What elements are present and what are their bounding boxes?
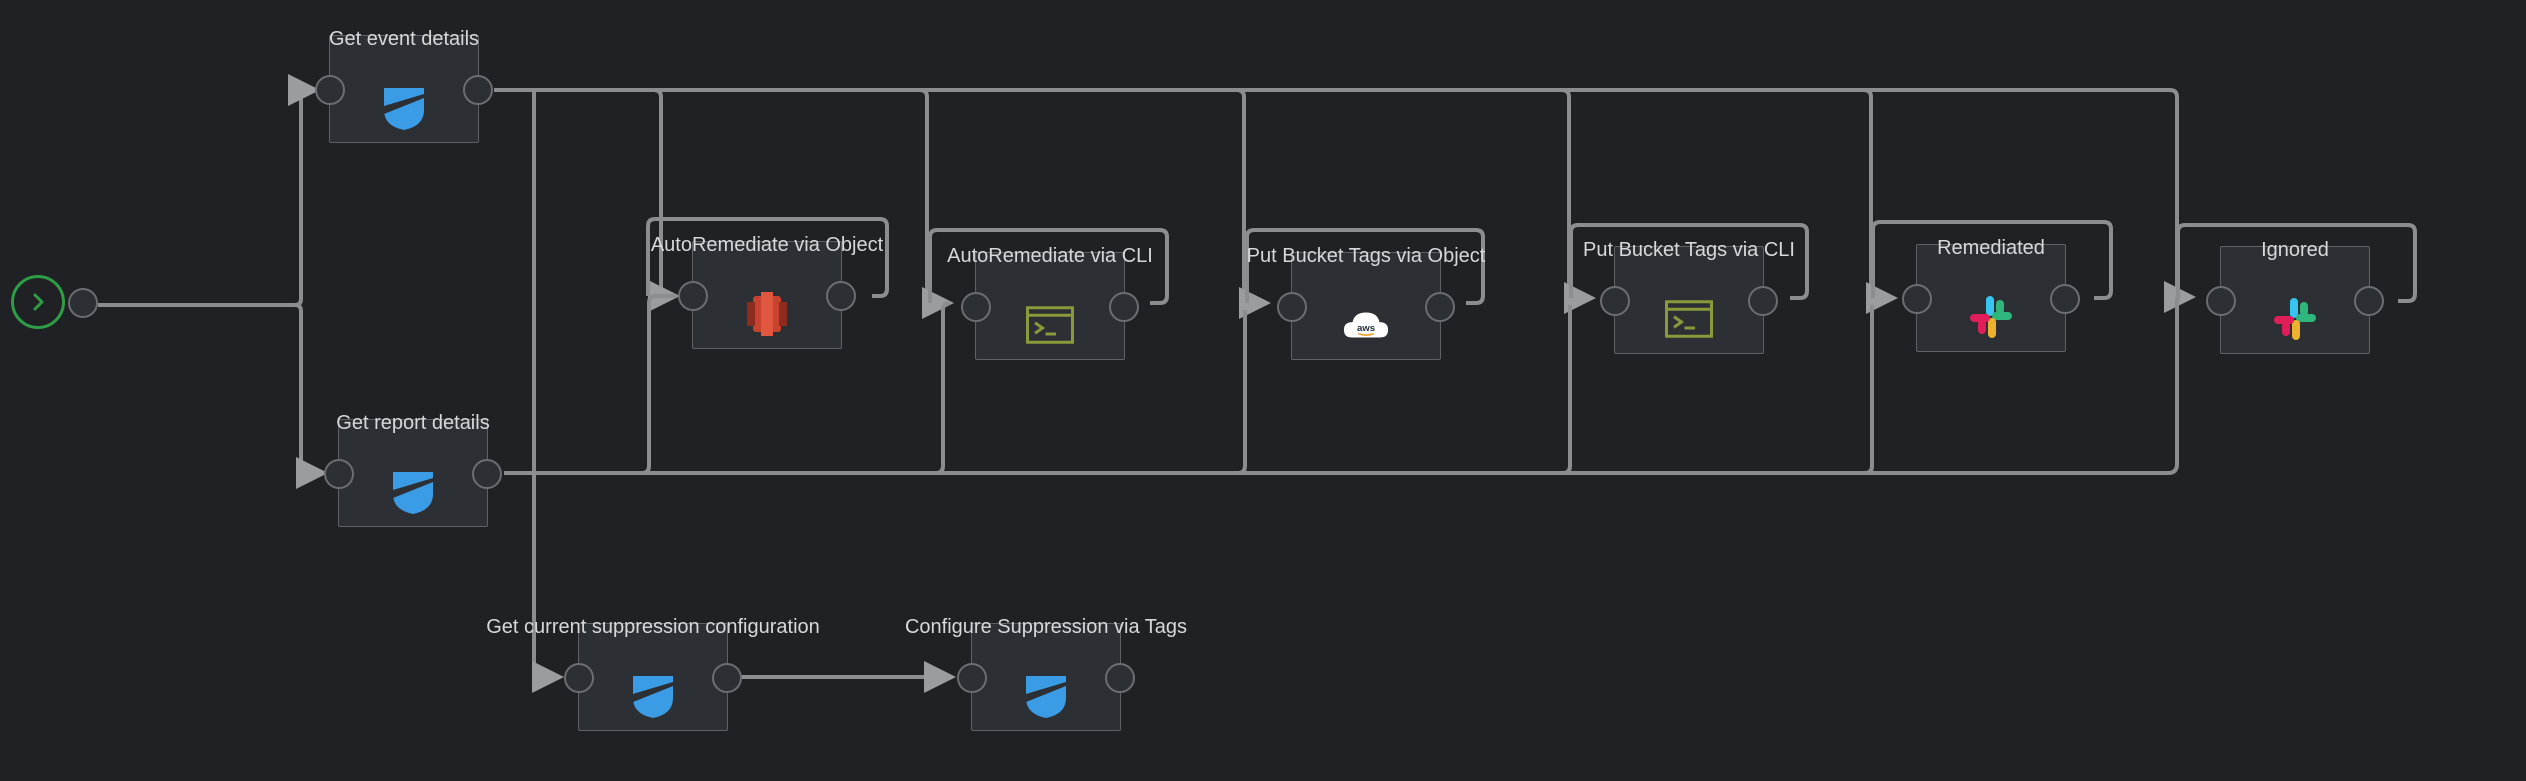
input-port[interactable]	[957, 663, 987, 693]
svg-text:aws: aws	[1357, 323, 1375, 334]
slack-icon	[1967, 293, 2015, 341]
node-configure-suppression-tags[interactable]: Configure Suppression via Tags	[905, 616, 1187, 731]
shield-logo-icon	[380, 84, 428, 132]
chevron-right-icon	[33, 293, 44, 311]
wire-bottom-col-tags-object	[1237, 310, 1247, 475]
node-label: Get report details	[336, 412, 490, 434]
wire-report-to-suppression	[532, 473, 564, 693]
node-label: AutoRemediate via Object	[650, 234, 884, 256]
output-port[interactable]	[472, 459, 502, 489]
wire-top-to-tags-cli	[1561, 88, 1596, 314]
shield-logo-icon	[629, 672, 677, 720]
wire-bottom-col-remediated	[1864, 305, 1874, 475]
output-port[interactable]	[1109, 292, 1139, 322]
wire-top-to-object	[648, 88, 680, 312]
shield-logo-icon	[389, 468, 437, 516]
node-put-bucket-tags-cli[interactable]: Put Bucket Tags via CLI	[1583, 239, 1795, 354]
output-port[interactable]	[826, 281, 856, 311]
input-port[interactable]	[315, 75, 345, 105]
input-port[interactable]	[1277, 292, 1307, 322]
node-label: Remediated	[1937, 237, 2045, 259]
node-label: Put Bucket Tags via CLI	[1583, 239, 1795, 261]
wire-start-to-event	[98, 74, 320, 307]
wire-top-to-tags-object	[1236, 88, 1271, 319]
output-port[interactable]	[463, 75, 493, 105]
output-port[interactable]	[1748, 286, 1778, 316]
terminal-icon	[1026, 301, 1074, 349]
aws-cloud-icon: aws	[1342, 301, 1390, 349]
node-get-event-details[interactable]: Get event details	[315, 28, 493, 143]
node-put-bucket-tags-object[interactable]: Put Bucket Tags via Object aws	[1247, 245, 1485, 360]
node-label: Ignored	[2261, 239, 2329, 261]
input-port[interactable]	[564, 663, 594, 693]
wire-start-to-report	[294, 303, 328, 489]
wire-top-to-remediated	[1863, 88, 1898, 314]
start-trigger[interactable]	[11, 275, 65, 329]
start-output-port[interactable]	[68, 288, 98, 318]
slack-icon	[2271, 295, 2319, 343]
output-port[interactable]	[1105, 663, 1135, 693]
node-get-suppression-config[interactable]: Get current suppression configuration	[486, 616, 820, 731]
input-port[interactable]	[324, 459, 354, 489]
node-label: AutoRemediate via CLI	[947, 245, 1153, 267]
node-label: Get current suppression configuration	[486, 616, 820, 638]
node-ignored[interactable]: Ignored	[2206, 239, 2384, 354]
wire-bottom-col-tags-cli	[1562, 305, 1572, 475]
node-label: Configure Suppression via Tags	[904, 616, 1188, 638]
node-autoremediate-cli[interactable]: AutoRemediate via CLI	[947, 245, 1153, 360]
node-label: Get event details	[328, 28, 480, 50]
wire-top-to-cli	[919, 88, 954, 319]
shield-logo-icon	[1022, 672, 1070, 720]
node-get-report-details[interactable]: Get report details	[324, 412, 502, 527]
node-remediated[interactable]: Remediated	[1902, 237, 2080, 352]
node-label: Put Bucket Tags via Object	[1246, 245, 1486, 267]
input-port[interactable]	[961, 292, 991, 322]
output-port[interactable]	[2354, 286, 2384, 316]
wire-bottom-col-cli	[935, 301, 951, 475]
input-port[interactable]	[678, 281, 708, 311]
wire-bottom-col-object	[641, 294, 676, 475]
output-port[interactable]	[2050, 284, 2080, 314]
output-port[interactable]	[1425, 292, 1455, 322]
terminal-icon	[1665, 295, 1713, 343]
input-port[interactable]	[1902, 284, 1932, 314]
aws-s3-icon	[743, 290, 791, 338]
output-port[interactable]	[712, 663, 742, 693]
input-port[interactable]	[2206, 286, 2236, 316]
input-port[interactable]	[1600, 286, 1630, 316]
node-autoremediate-object[interactable]: AutoRemediate via Object	[651, 234, 883, 349]
